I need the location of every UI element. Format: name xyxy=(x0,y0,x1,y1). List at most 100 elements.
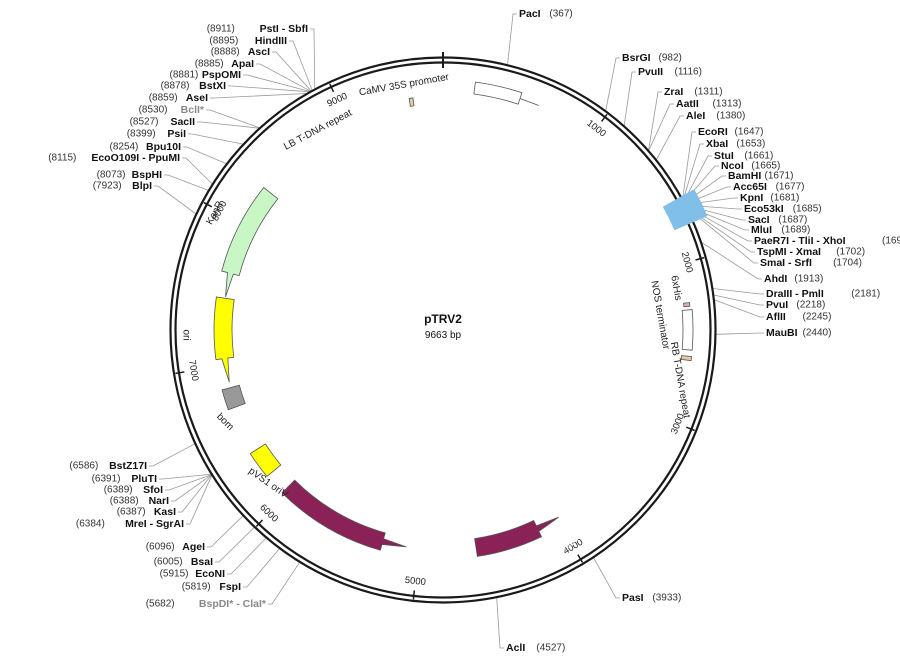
site-name: BspHI xyxy=(132,169,162,181)
scale-tick xyxy=(577,554,584,563)
feature-mcs[interactable] xyxy=(662,189,708,231)
site-blpi[interactable]: BlpI(7923) xyxy=(93,180,152,192)
feature-6xhis[interactable] xyxy=(683,302,691,308)
site-name: PvuI xyxy=(766,299,788,311)
site-bcli[interactable]: BclI*(8530) xyxy=(139,104,205,116)
site-acc65i[interactable]: Acc65I(1677) xyxy=(733,181,805,193)
feature-ori[interactable] xyxy=(213,296,235,383)
site-asei[interactable]: AseI(8859) xyxy=(149,92,208,104)
site-fspi[interactable]: FspI(5819) xyxy=(182,581,241,593)
site-bspdi-clai[interactable]: BspDI* - ClaI*(5682) xyxy=(146,598,267,610)
site-ecoo109i-ppumi[interactable]: EcoO109I - PpuMI(8115) xyxy=(48,152,180,164)
site-position: (2181) xyxy=(851,289,880,300)
site-bsrgi[interactable]: BsrGI(982) xyxy=(622,52,682,64)
site-saci[interactable]: SacI(1687) xyxy=(748,214,807,226)
feature-lb-t-dna-repeat[interactable] xyxy=(408,97,415,107)
site-pspomi[interactable]: PspOMI(8881) xyxy=(169,69,241,81)
site-position: (8527) xyxy=(130,117,159,128)
site-bstz17i[interactable]: BstZ17I(6586) xyxy=(69,460,147,472)
site-tspmi-xmai[interactable]: TspMI - XmaI(1702) xyxy=(757,246,865,258)
site-acli[interactable]: AclI(4527) xyxy=(506,642,565,654)
scale-tick xyxy=(255,519,264,527)
site-alei[interactable]: AleI(1380) xyxy=(686,110,745,122)
site-nari[interactable]: NarI(6388) xyxy=(110,495,169,507)
site-aatii[interactable]: AatII(1313) xyxy=(676,98,741,110)
feature-camv-35s-promoter[interactable] xyxy=(473,81,539,106)
site-name: PstI - SbfI xyxy=(260,23,309,35)
site-mrei-sgrai[interactable]: MreI - SgrAI(6384) xyxy=(76,518,184,530)
site-econi[interactable]: EcoNI(5915) xyxy=(160,568,225,580)
site-leader xyxy=(623,71,636,126)
site-name: PvuII xyxy=(638,66,663,78)
site-ahdi[interactable]: AhdI(1913) xyxy=(764,273,823,285)
site-pluti[interactable]: PluTI(6391) xyxy=(92,473,157,485)
site-position: (1380) xyxy=(716,111,745,122)
feature-pvs1-staa[interactable] xyxy=(474,516,559,557)
site-paer7i-tlii-xhoi[interactable]: PaeR7I - TliI - XhoI(1695) xyxy=(754,235,900,247)
site-zrai[interactable]: ZraI(1311) xyxy=(664,86,723,98)
site-leader xyxy=(243,74,311,92)
feature-nos-terminator[interactable] xyxy=(681,309,694,351)
site-psti-sbfi[interactable]: PstI - SbfI(8911) xyxy=(207,23,308,35)
site-kpni[interactable]: KpnI(1681) xyxy=(740,192,799,204)
site-aflii[interactable]: AflII(2245) xyxy=(766,311,831,323)
site-hindiii[interactable]: HindIII(8895) xyxy=(209,35,287,47)
site-sacii[interactable]: SacII(8527) xyxy=(130,116,195,128)
site-leader xyxy=(197,121,260,129)
site-position: (2218) xyxy=(796,300,825,311)
site-leader xyxy=(685,197,738,205)
site-position: (8530) xyxy=(139,105,168,116)
site-leader xyxy=(171,474,212,502)
feature-pvs1-oriv[interactable] xyxy=(249,443,282,478)
site-bamhi[interactable]: BamHI(1671) xyxy=(728,170,793,182)
site-position: (4527) xyxy=(536,643,565,654)
site-draiii-pmli[interactable]: DraIII - PmlI(2181) xyxy=(766,288,880,300)
site-leader xyxy=(164,174,209,191)
site-bstxi[interactable]: BstXI(8878) xyxy=(161,80,226,92)
feature-pvs1-repa[interactable] xyxy=(281,479,407,551)
site-pvuii[interactable]: PvuII(1116) xyxy=(638,66,702,78)
feature-bom[interactable] xyxy=(221,384,246,411)
site-bsphi[interactable]: BspHI (8073) xyxy=(97,169,162,181)
site-stui[interactable]: StuI(1661) xyxy=(714,150,773,162)
feature-rb-t-dna-repeat[interactable] xyxy=(680,355,693,362)
site-smai-srfi[interactable]: SmaI - SrfI(1704) xyxy=(760,257,862,269)
site-sfoi[interactable]: SfoI(6389) xyxy=(104,484,163,496)
site-position: (1647) xyxy=(735,127,764,138)
site-ncoi[interactable]: NcoI(1665) xyxy=(721,160,780,172)
site-name: SacI xyxy=(748,214,770,226)
site-maubi[interactable]: MauBI(2440) xyxy=(766,327,831,339)
site-pvui[interactable]: PvuI (2218) xyxy=(766,299,825,311)
site-bpu10i[interactable]: Bpu10I(8254) xyxy=(109,141,181,153)
site-leader xyxy=(149,443,196,467)
site-psii[interactable]: PsiI(8399) xyxy=(127,128,186,140)
site-leader xyxy=(228,85,310,93)
site-name: MauBI xyxy=(766,327,798,339)
site-position: (1661) xyxy=(744,151,773,162)
site-position: (6388) xyxy=(110,496,139,507)
site-position: (8254) xyxy=(109,142,138,153)
site-leader xyxy=(593,557,620,599)
site-name: BspDI* - ClaI* xyxy=(199,598,267,610)
site-leader xyxy=(159,473,212,480)
site-name: MreI - SgrAI xyxy=(125,518,184,530)
site-position: (8073) xyxy=(97,170,126,181)
site-paci[interactable]: PacI(367) xyxy=(519,8,573,20)
scale-tick xyxy=(412,590,416,600)
site-apai[interactable]: ApaI(8885) xyxy=(195,58,254,70)
site-ecori[interactable]: EcoRI(1647) xyxy=(698,126,763,138)
site-mlui[interactable]: MluI(1689) xyxy=(751,224,810,236)
site-eco53ki[interactable]: Eco53kI(1685) xyxy=(744,203,822,215)
site-leader xyxy=(182,157,213,185)
site-xbai[interactable]: XbaI(1653) xyxy=(706,138,765,150)
scale-tick xyxy=(695,256,705,261)
site-kasi[interactable]: KasI(6387) xyxy=(117,506,176,518)
site-bsai[interactable]: BsaI(6005) xyxy=(154,556,213,568)
site-pasi[interactable]: PasI(3933) xyxy=(622,592,681,604)
site-leader xyxy=(648,91,662,151)
feature-kanr[interactable] xyxy=(221,186,279,297)
site-leader xyxy=(272,51,312,92)
site-asci[interactable]: AscI(8888) xyxy=(211,46,270,58)
site-agei[interactable]: AgeI(6096) xyxy=(146,541,205,553)
site-name: XbaI xyxy=(706,138,728,150)
